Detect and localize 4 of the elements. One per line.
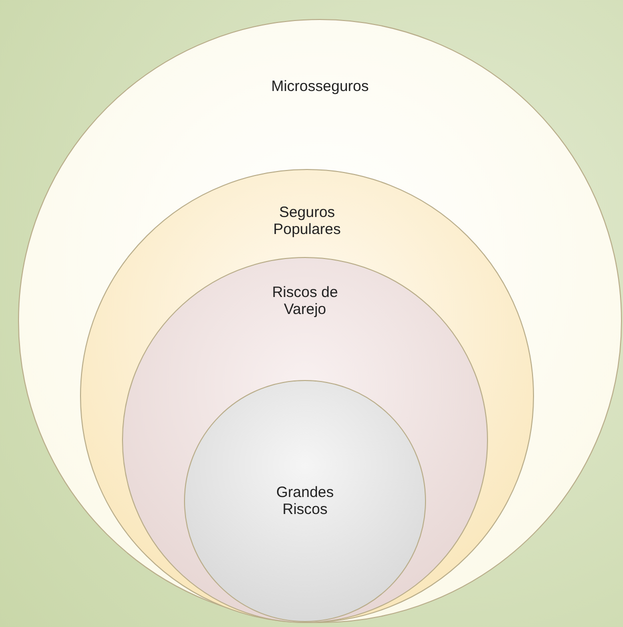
circle-label: Riscos de Varejo: [271, 284, 339, 318]
circle-label: Grandes Riscos: [275, 484, 335, 518]
circle-label: Microsseguros: [271, 78, 369, 95]
circle-label: Seguros Populares: [272, 204, 342, 238]
